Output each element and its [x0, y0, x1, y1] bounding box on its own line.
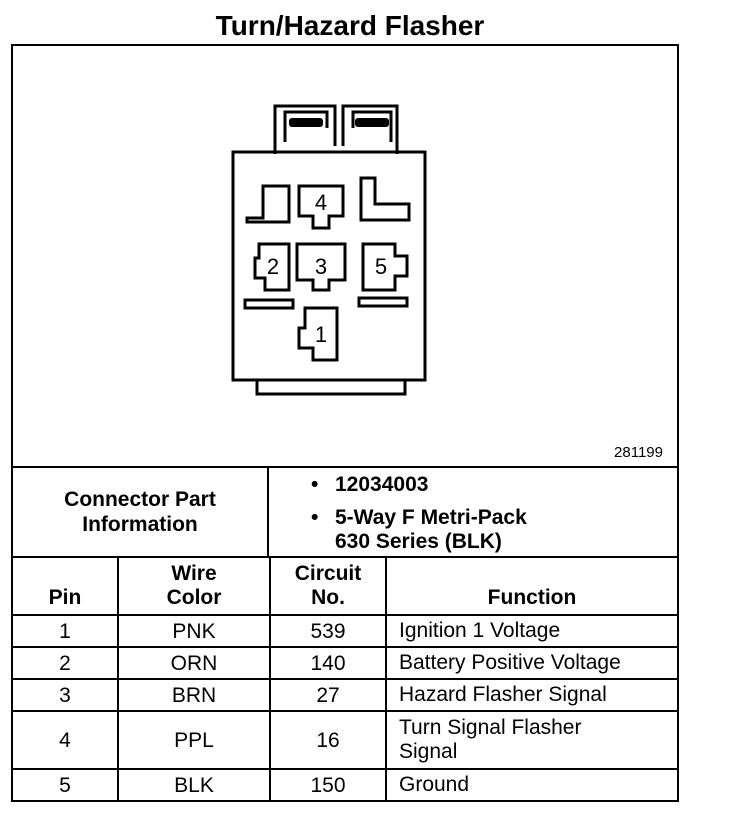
- pin-cell: 1: [13, 614, 119, 648]
- wire-color-cell: BLK: [117, 768, 271, 800]
- right-latch-outline: [341, 104, 399, 154]
- pin-1-cavity: [297, 306, 339, 362]
- circuit-cell: 140: [269, 646, 387, 680]
- function-line1: Turn Signal Flasher: [399, 716, 582, 739]
- pin-cell: 3: [13, 678, 119, 712]
- pin-3-cavity: [295, 242, 347, 292]
- function-cell: Ground: [385, 768, 677, 800]
- connector-part-info-row: Connector Part Information • 12034003 • 5-…: [13, 468, 677, 558]
- bullet-icon: •: [311, 473, 319, 496]
- connector-part-label-line2: Information: [82, 513, 198, 536]
- description-line: • 5-Way F Metri-Pack: [311, 505, 527, 530]
- left-latch-inner: [283, 110, 329, 142]
- header-color-label: Color: [166, 586, 222, 609]
- connector-diagram-area: 4 2 3 5 1 281199: [13, 46, 677, 468]
- connector-face-diagram: 4 2 3 5 1: [231, 104, 427, 396]
- table-row: 2 ORN 140 Battery Positive Voltage: [13, 646, 677, 680]
- pin-2-cavity: [253, 242, 291, 292]
- header-pin-label: Pin: [48, 586, 82, 609]
- wire-color-cell: ORN: [117, 646, 271, 680]
- connector-part-details: • 12034003 • 5-Way F Metri-Pack 630 Series…: [269, 468, 677, 556]
- header-function-label: Function: [487, 586, 577, 609]
- header-function: Function: [385, 558, 677, 616]
- pin-cell: 5: [13, 768, 119, 800]
- function-cell: Battery Positive Voltage: [385, 646, 677, 680]
- pin-number-3: 3: [315, 254, 327, 279]
- left-key-bar: [243, 298, 295, 310]
- connector-part-label-line1: Connector Part: [64, 488, 216, 511]
- right-latch-inner: [351, 110, 393, 142]
- header-no-label: No.: [311, 586, 345, 609]
- connector-document-frame: 4 2 3 5 1 281199 Connector Part Informat…: [11, 44, 679, 802]
- pin-cell: 2: [13, 646, 119, 680]
- pin-number-5: 5: [375, 254, 387, 279]
- header-pin: Pin: [13, 558, 119, 616]
- table-row: 3 BRN 27 Hazard Flasher Signal: [13, 678, 677, 712]
- header-wire-label: Wire: [171, 562, 217, 585]
- right-latch-slot: [355, 118, 389, 127]
- pin-4-cavity: [297, 184, 345, 230]
- table-row: 1 PNK 539 Ignition 1 Voltage: [13, 614, 677, 648]
- function-line2: Signal: [399, 740, 458, 763]
- left-latch-slot: [289, 118, 323, 127]
- wire-color-cell: PPL: [117, 710, 271, 770]
- circuit-cell: 150: [269, 768, 387, 800]
- connector-part-label: Connector Part Information: [13, 468, 269, 556]
- pin-number-4: 4: [315, 190, 327, 215]
- circuit-cell: 27: [269, 678, 387, 712]
- connector-body: [231, 150, 427, 382]
- wire-color-cell: BRN: [117, 678, 271, 712]
- function-cell: Ignition 1 Voltage: [385, 614, 677, 648]
- right-key-bar: [357, 296, 409, 308]
- page-title: Turn/Hazard Flasher: [215, 10, 485, 41]
- figure-id: 281199: [614, 444, 663, 461]
- part-number: 12034003: [335, 473, 429, 496]
- header-circuit-label: Circuit: [294, 562, 362, 585]
- pin-number-1: 1: [315, 322, 327, 347]
- connector-base: [255, 380, 407, 396]
- circuit-cell: 16: [269, 710, 387, 770]
- pin-5-cavity: [361, 242, 409, 292]
- part-number-line: • 12034003: [311, 472, 428, 497]
- pin-number-2: 2: [267, 254, 279, 279]
- bullet-icon: •: [311, 506, 319, 529]
- connector-description-line1: 5-Way F Metri-Pack: [335, 506, 527, 529]
- cavity-upper-left: [245, 184, 291, 224]
- wire-color-cell: PNK: [117, 614, 271, 648]
- left-latch-outline: [273, 104, 337, 154]
- pin-cell: 4: [13, 710, 119, 770]
- cavity-upper-right: [359, 176, 411, 222]
- connector-description-line2: 630 Series (BLK): [335, 530, 502, 553]
- table-row: 5 BLK 150 Ground: [13, 768, 677, 800]
- circuit-cell: 539: [269, 614, 387, 648]
- function-cell: Hazard Flasher Signal: [385, 678, 677, 712]
